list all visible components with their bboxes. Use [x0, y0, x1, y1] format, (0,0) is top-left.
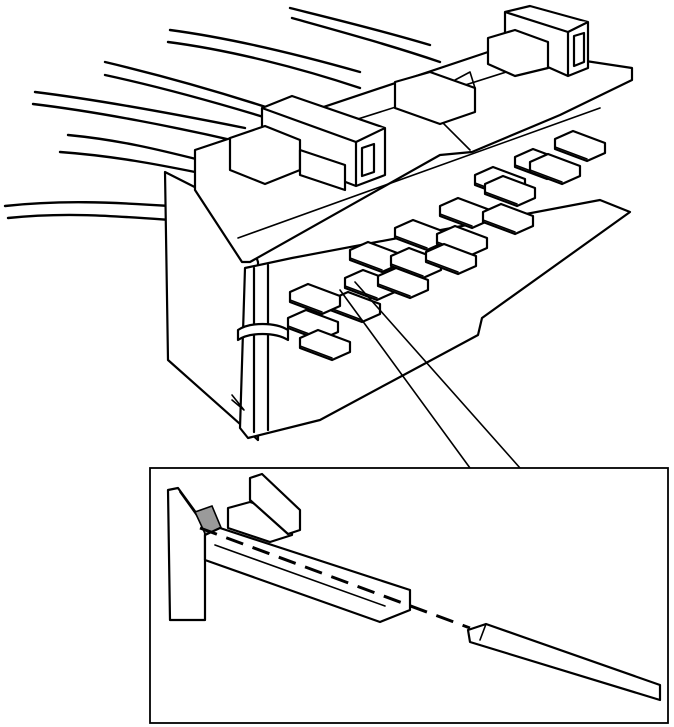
terminal-blade — [553, 129, 607, 163]
wire-harness — [3, 6, 442, 222]
inset-terminal — [203, 526, 412, 624]
wire — [288, 6, 432, 47]
locking-block-left — [228, 94, 387, 192]
wire — [168, 28, 362, 74]
terminal-edge — [390, 255, 424, 277]
terminal-edge — [299, 337, 333, 359]
wire — [290, 16, 442, 64]
terminal-edge — [484, 183, 518, 205]
terminal-array — [286, 129, 607, 362]
wire — [33, 90, 247, 130]
wire — [58, 150, 197, 174]
wire — [3, 201, 172, 208]
insertion-tool — [466, 622, 662, 702]
terminal-edge — [482, 211, 516, 233]
terminal-blade — [376, 266, 430, 300]
terminal-blade — [481, 202, 535, 236]
terminal-edge — [425, 251, 459, 273]
insertion-path — [199, 526, 471, 630]
terminal-edge — [554, 138, 588, 160]
terminal-blade — [288, 282, 342, 316]
terminal-blade — [424, 242, 478, 276]
terminal-blade — [528, 152, 582, 186]
wire — [103, 60, 277, 112]
terminal-blade — [483, 174, 537, 208]
terminal-blade — [298, 328, 352, 362]
terminal-edge — [394, 227, 428, 249]
detail-leader — [339, 281, 521, 469]
locking-block-right — [486, 4, 590, 78]
cover-latch — [393, 70, 477, 126]
terminal-edge — [377, 275, 411, 297]
wire — [66, 133, 202, 162]
retaining-clip — [231, 263, 290, 434]
terminal-edge — [289, 291, 323, 313]
inset-housing-wall — [166, 486, 207, 622]
housing-ridge — [237, 107, 601, 239]
wire — [166, 40, 362, 90]
terminal-edge — [349, 249, 383, 271]
wire — [6, 213, 172, 222]
terminal-edge — [529, 161, 563, 183]
detail-inset — [149, 467, 669, 724]
connector-housing — [163, 4, 634, 442]
wire — [103, 73, 282, 124]
wire — [31, 102, 242, 144]
terminal-edge — [439, 205, 473, 227]
